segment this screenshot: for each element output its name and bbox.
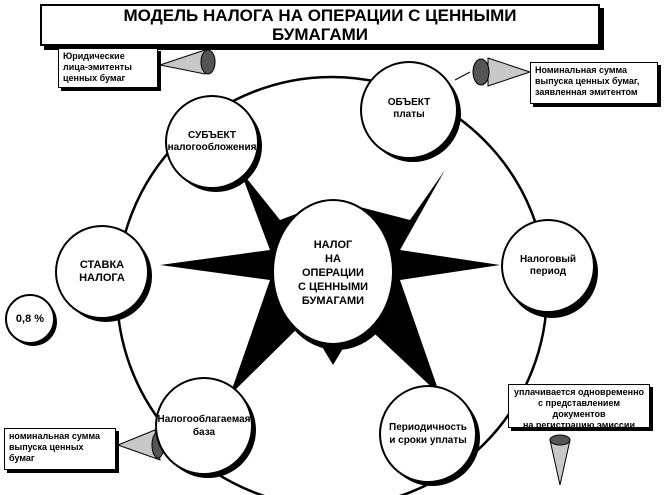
rate-value-circle xyxy=(5,294,55,344)
node-object-circle xyxy=(360,61,458,159)
pointer-object xyxy=(454,57,532,87)
note-object: Номинальная сумма выпуска ценных бумаг, … xyxy=(530,62,658,104)
node-base-circle xyxy=(155,377,253,475)
node-subject-label: СУБЪЕКТ налогообложения xyxy=(167,130,257,153)
pointer-subject xyxy=(158,49,216,75)
node-period-label: Налоговый период xyxy=(519,254,577,277)
note-subject: Юридические лица-эмитенты ценных бумаг xyxy=(58,48,158,88)
note-base: номинальная сумма выпуска ценных бумаг xyxy=(4,428,116,470)
note-terms: уплачивается одновременно с представлени… xyxy=(508,384,650,430)
pointer-terms xyxy=(549,434,571,486)
node-terms-circle xyxy=(379,385,477,483)
rate-value: 0,8 % xyxy=(15,313,45,325)
center-ellipse xyxy=(272,199,394,345)
node-base-label: Налогооблагаемая база xyxy=(157,414,251,438)
center-label: НАЛОГ НА ОПЕРАЦИИ С ЦЕННЫМИ БУМАГАМИ xyxy=(297,238,369,307)
node-rate-label: СТАВКА НАЛОГА xyxy=(79,259,125,284)
node-subject-circle xyxy=(165,95,259,189)
node-rate-circle xyxy=(55,225,149,319)
page-title: МОДЕЛЬ НАЛОГА НА ОПЕРАЦИИ С ЦЕННЫМИ БУМА… xyxy=(40,4,600,46)
node-terms-label: Периодичность и сроки уплаты xyxy=(389,422,467,446)
node-object-label: ОБЪЕКТ платы xyxy=(387,97,431,120)
node-period-circle xyxy=(501,219,595,313)
